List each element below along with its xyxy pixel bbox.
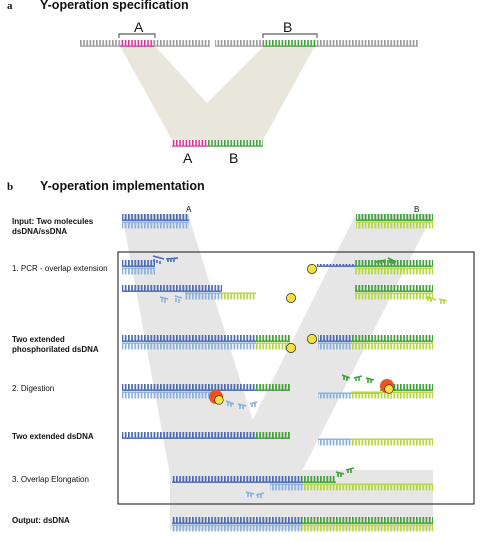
digested-fragment-a (225, 400, 258, 409)
panel-a-letter: a (7, 0, 13, 12)
phosphate-a-1 (286, 293, 296, 303)
primer-b-3 (425, 295, 437, 302)
extended-phosph-a (122, 335, 296, 353)
step-extended-dsdna: Two extended dsDNA (12, 432, 94, 441)
extended-phosph-b (307, 334, 433, 350)
step-input-line-2: dsDNA/ssDNA (12, 227, 67, 236)
digestion-a (122, 384, 290, 409)
result-label-a: A (183, 150, 193, 166)
left-input-strand (80, 40, 210, 47)
elongation-primer-a (245, 491, 265, 498)
panel-a-title: Y-operation specification (40, 0, 189, 12)
step-digestion: 2. Digestion (12, 384, 54, 393)
pcr-right-top (307, 257, 433, 275)
bracket-a (118, 33, 156, 38)
primer-b-1 (375, 259, 387, 264)
extended-ssdna-b (318, 438, 433, 446)
specification-funnel (120, 46, 315, 140)
phosphate-b-1 (307, 264, 317, 274)
step-input-line-1: Input: Two molecules (12, 217, 94, 226)
extended-ssdna-a (122, 432, 290, 439)
digestion-b (318, 374, 433, 399)
step-extended-phosphorilated: Two extended phosphorilated dsDNA (12, 335, 99, 354)
pcr-left-top (122, 255, 179, 275)
phosphate-a-2 (286, 343, 296, 353)
primer-b-2 (387, 257, 397, 264)
primer-a-2 (165, 257, 179, 262)
panel-b: b Y-operation implementation A B Input: … (7, 179, 475, 532)
output-dsdna (172, 517, 433, 532)
step-input: Input: Two molecules dsDNA/ssDNA (12, 217, 95, 236)
input-dsdna-b (356, 214, 433, 229)
right-input-strand (215, 40, 418, 47)
bracket-b (262, 33, 318, 38)
step-overlap-elongation: 3. Overlap Elongation (12, 475, 89, 484)
primer-a-3 (174, 295, 183, 303)
primer-b-4 (438, 298, 448, 304)
result-strand (172, 140, 263, 147)
pcr-left-bottom (122, 285, 296, 303)
primer-a-4 (159, 296, 169, 303)
phosphate-b-2 (307, 334, 317, 344)
column-label-b: B (414, 205, 419, 214)
step-output: Output: dsDNA (12, 516, 70, 525)
enzyme-b-phosphate (384, 384, 394, 394)
result-label-b: B (229, 150, 238, 166)
step-pcr: 1. PCR - overlap extension (12, 264, 108, 273)
panel-b-letter: b (7, 181, 13, 193)
digested-fragment-b (341, 374, 375, 383)
elongation-primer-b (335, 467, 355, 477)
segment-label-b: B (283, 19, 292, 35)
input-dsdna-a (122, 214, 189, 229)
pcr-right-bottom (355, 285, 448, 304)
overlap-elongation (172, 467, 433, 498)
column-label-a: A (186, 205, 192, 214)
enzyme-a-phosphate (214, 395, 224, 405)
segment-label-a: A (134, 19, 144, 35)
step-extended-phosphorilated-line-2: phosphorilated dsDNA (12, 345, 99, 354)
panel-b-title: Y-operation implementation (40, 179, 205, 193)
primer-a-1 (152, 255, 165, 264)
process-frame (117, 251, 475, 505)
panel-a: a Y-operation specification A B (7, 0, 418, 166)
step-extended-phosphorilated-line-1: Two extended (12, 335, 65, 344)
